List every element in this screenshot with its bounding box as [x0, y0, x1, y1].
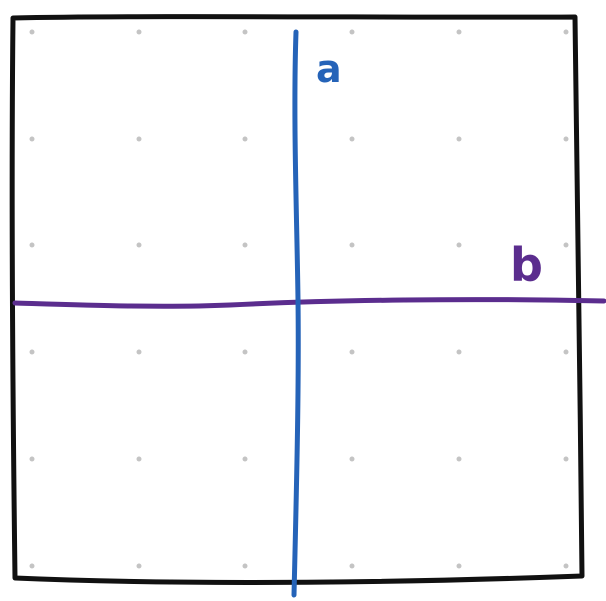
grid-dot [349, 349, 355, 355]
grid-dot [242, 349, 248, 355]
grid-dot [349, 242, 355, 248]
grid-dot [136, 563, 142, 569]
grid-dot [349, 29, 355, 35]
grid-dot [242, 29, 248, 35]
dot-grid [29, 29, 569, 569]
grid-dot [242, 136, 248, 142]
grid-dot [349, 136, 355, 142]
grid-dot [563, 29, 569, 35]
grid-dot [563, 563, 569, 569]
grid-dot [349, 563, 355, 569]
line-a-label: a [316, 47, 342, 91]
line-b-label: b [510, 238, 543, 292]
grid-dot [456, 456, 462, 462]
grid-dot [456, 563, 462, 569]
frame-border [9, 14, 585, 585]
grid-dot [563, 242, 569, 248]
grid-dot [29, 349, 35, 355]
grid-dot [29, 242, 35, 248]
line-b [12, 297, 606, 309]
grid-dot [29, 136, 35, 142]
grid-dot [136, 242, 142, 248]
grid-dot [563, 349, 569, 355]
grid-dot [136, 29, 142, 35]
grid-dot [136, 349, 142, 355]
grid-dot [242, 456, 248, 462]
grid-dot [29, 29, 35, 35]
grid-dot [456, 349, 462, 355]
grid-dot [456, 29, 462, 35]
grid-dot [563, 136, 569, 142]
grid-dot [29, 456, 35, 462]
grid-dot [136, 456, 142, 462]
grid-dot [242, 563, 248, 569]
grid-dot [456, 242, 462, 248]
grid-dot [136, 136, 142, 142]
grid-dot [456, 136, 462, 142]
grid-dot [349, 456, 355, 462]
grid-dot [563, 456, 569, 462]
grid-dot [29, 563, 35, 569]
line-a [291, 29, 301, 598]
grid-dot [242, 242, 248, 248]
